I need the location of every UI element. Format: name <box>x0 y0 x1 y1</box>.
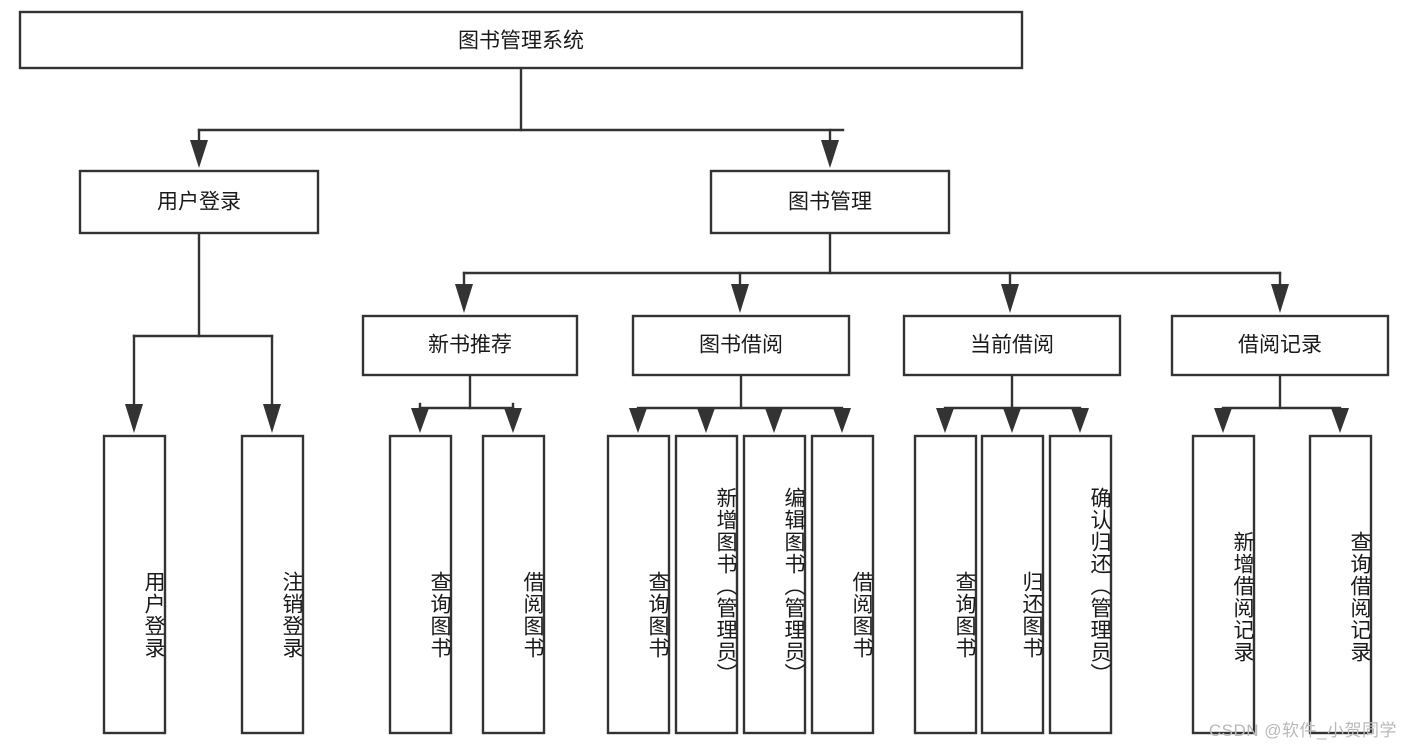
leaf-query-book-3-box[interactable] <box>913 434 978 735</box>
leaf-boxes-borrow-record <box>1191 434 1373 735</box>
node-current-borrow[interactable]: 当前借阅 <box>902 314 1122 377</box>
arrowhead-leaf-query-book-1 <box>411 408 429 433</box>
node-book-management-label: 图书管理 <box>788 191 872 214</box>
leaf-edit-book-box[interactable] <box>742 434 807 735</box>
node-book-management[interactable]: 图书管理 <box>709 169 951 235</box>
arrowhead-leaf-borrow-book-1 <box>504 408 522 433</box>
arrowhead-leaf-return-book <box>1003 408 1021 433</box>
node-book-management-box[interactable] <box>709 169 951 235</box>
leaf-borrow-book-2-box[interactable] <box>810 434 875 735</box>
arrowhead-current-borrow <box>1001 284 1019 313</box>
leaf-boxes-new-book-recommend <box>388 434 546 735</box>
leaf-return-book-box[interactable] <box>980 434 1045 735</box>
leaf-add-record-box[interactable] <box>1191 434 1256 735</box>
connector-group <box>125 66 1349 433</box>
arrowhead-user-login <box>190 140 208 168</box>
leaf-add-book-box[interactable] <box>674 434 739 735</box>
node-new-book-recommend[interactable]: 新书推荐 <box>361 314 579 377</box>
node-new-book-recommend-box[interactable] <box>361 314 579 377</box>
leaf-confirm-return-box[interactable] <box>1048 434 1113 735</box>
arrowhead-leaf-query-record <box>1331 408 1349 433</box>
arrowhead-leaf-add-book <box>697 408 715 433</box>
arrowhead-book-management <box>821 140 839 168</box>
arrowhead-new-book-recommend <box>455 284 473 313</box>
arrowhead-leaf-query-book-2 <box>629 408 647 433</box>
node-book-borrow-label: 图书借阅 <box>699 334 783 357</box>
arrowhead-book-borrow <box>731 284 749 313</box>
node-user-login-label: 用户登录 <box>157 191 241 214</box>
leaf-boxes-book-borrow <box>606 434 875 735</box>
node-borrow-record[interactable]: 借阅记录 <box>1170 314 1390 377</box>
arrowhead-leaf-borrow-book-2 <box>833 408 851 433</box>
leaf-user-logout-box[interactable] <box>240 434 305 735</box>
node-book-borrow-box[interactable] <box>631 314 851 377</box>
leaf-user-login-box[interactable] <box>102 434 167 735</box>
arrowhead-borrow-record <box>1271 284 1289 313</box>
node-user-login-box[interactable] <box>78 169 320 235</box>
leaf-query-book-2-box[interactable] <box>606 434 671 735</box>
leaf-borrow-book-1-box[interactable] <box>481 434 546 735</box>
arrowhead-leaf-user-login <box>125 404 143 433</box>
node-current-borrow-label: 当前借阅 <box>970 334 1054 357</box>
csdn-watermark: CSDN @软件_小贺同学 <box>1208 721 1397 740</box>
node-current-borrow-box[interactable] <box>902 314 1122 377</box>
node-root-label: 图书管理系统 <box>458 30 584 53</box>
arrowhead-leaf-add-record <box>1214 408 1232 433</box>
node-borrow-record-label: 借阅记录 <box>1238 334 1322 357</box>
leaf-query-record-box[interactable] <box>1308 434 1373 735</box>
leaf-boxes-current-borrow <box>913 434 1113 735</box>
node-root[interactable]: 图书管理系统 <box>18 10 1024 70</box>
arrowhead-leaf-confirm-return <box>1071 408 1089 433</box>
leaf-boxes-user-login <box>102 434 305 735</box>
node-book-borrow[interactable]: 图书借阅 <box>631 314 851 377</box>
arrowhead-leaf-edit-book <box>765 408 783 433</box>
node-user-login[interactable]: 用户登录 <box>78 169 320 235</box>
arrowhead-leaf-user-logout <box>263 404 281 433</box>
node-new-book-recommend-label: 新书推荐 <box>428 334 512 357</box>
arrowhead-leaf-query-book-3 <box>936 408 954 433</box>
node-borrow-record-box[interactable] <box>1170 314 1390 377</box>
leaf-query-book-1-box[interactable] <box>388 434 453 735</box>
node-root-box[interactable] <box>18 10 1024 70</box>
